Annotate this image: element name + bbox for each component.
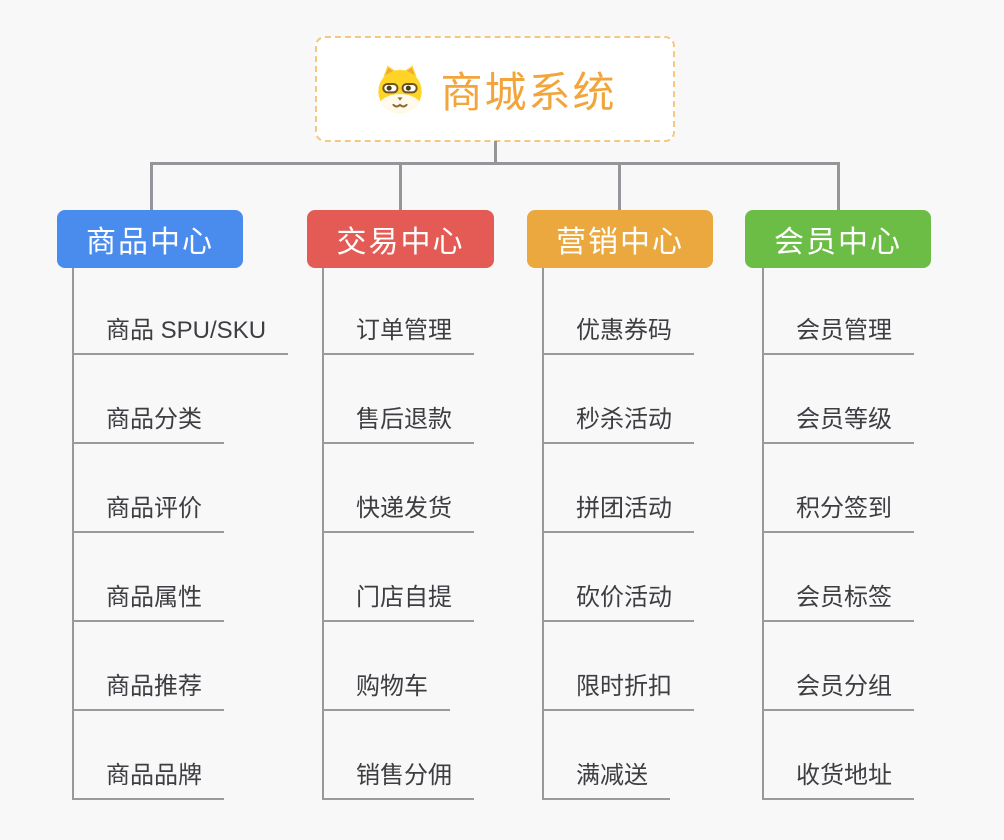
root-title: 商城系统 <box>440 68 617 116</box>
leaf-node[interactable]: 限时折扣 <box>542 672 694 711</box>
leaf-node[interactable]: 商品 SPU/SKU <box>72 316 289 355</box>
leaf-node[interactable]: 会员等级 <box>762 405 914 444</box>
leaf-node[interactable]: 商品推荐 <box>72 672 224 711</box>
leaf-node[interactable]: 秒杀活动 <box>542 405 694 444</box>
leaf-node[interactable]: 满减送 <box>542 761 670 800</box>
leaf-node[interactable]: 积分签到 <box>762 494 914 533</box>
leaf-node[interactable]: 购物车 <box>322 672 450 711</box>
leaf-node[interactable]: 快递发货 <box>322 494 474 533</box>
leaf-node[interactable]: 收货地址 <box>762 761 914 800</box>
branch-node-marketing-center[interactable]: 营销中心 <box>527 210 713 268</box>
connector-root-drop <box>494 141 497 165</box>
branch-node-product-center[interactable]: 商品中心 <box>57 210 243 268</box>
connector-trunk <box>542 268 544 800</box>
leaf-node[interactable]: 商品评价 <box>72 494 224 533</box>
leaf-node[interactable]: 优惠券码 <box>542 316 694 355</box>
leaf-node[interactable]: 砍价活动 <box>542 583 694 622</box>
branch-node-member-center[interactable]: 会员中心 <box>745 210 931 268</box>
connector-drop-3 <box>618 162 621 210</box>
connector-drop-4 <box>837 162 840 210</box>
connector-trunk <box>72 268 74 800</box>
leaf-node[interactable]: 商品属性 <box>72 583 224 622</box>
leaf-node[interactable]: 会员分组 <box>762 672 914 711</box>
leaf-node[interactable]: 商品分类 <box>72 405 224 444</box>
connector-horizontal <box>150 162 840 165</box>
leaf-node[interactable]: 订单管理 <box>322 316 474 355</box>
connector-trunk <box>762 268 764 800</box>
connector-drop-1 <box>150 162 153 210</box>
leaf-node[interactable]: 销售分佣 <box>322 761 474 800</box>
leaf-node[interactable]: 售后退款 <box>322 405 474 444</box>
connector-drop-2 <box>399 162 402 210</box>
leaf-node[interactable]: 会员标签 <box>762 583 914 622</box>
connector-trunk <box>322 268 324 800</box>
leaf-node[interactable]: 商品品牌 <box>72 761 224 800</box>
leaf-node[interactable]: 拼团活动 <box>542 494 694 533</box>
leaf-node[interactable]: 会员管理 <box>762 316 914 355</box>
doge-face-icon <box>378 65 423 114</box>
leaf-node[interactable]: 门店自提 <box>322 583 474 622</box>
root-node[interactable]: 商城系统 <box>315 36 675 142</box>
branch-node-trade-center[interactable]: 交易中心 <box>307 210 494 268</box>
